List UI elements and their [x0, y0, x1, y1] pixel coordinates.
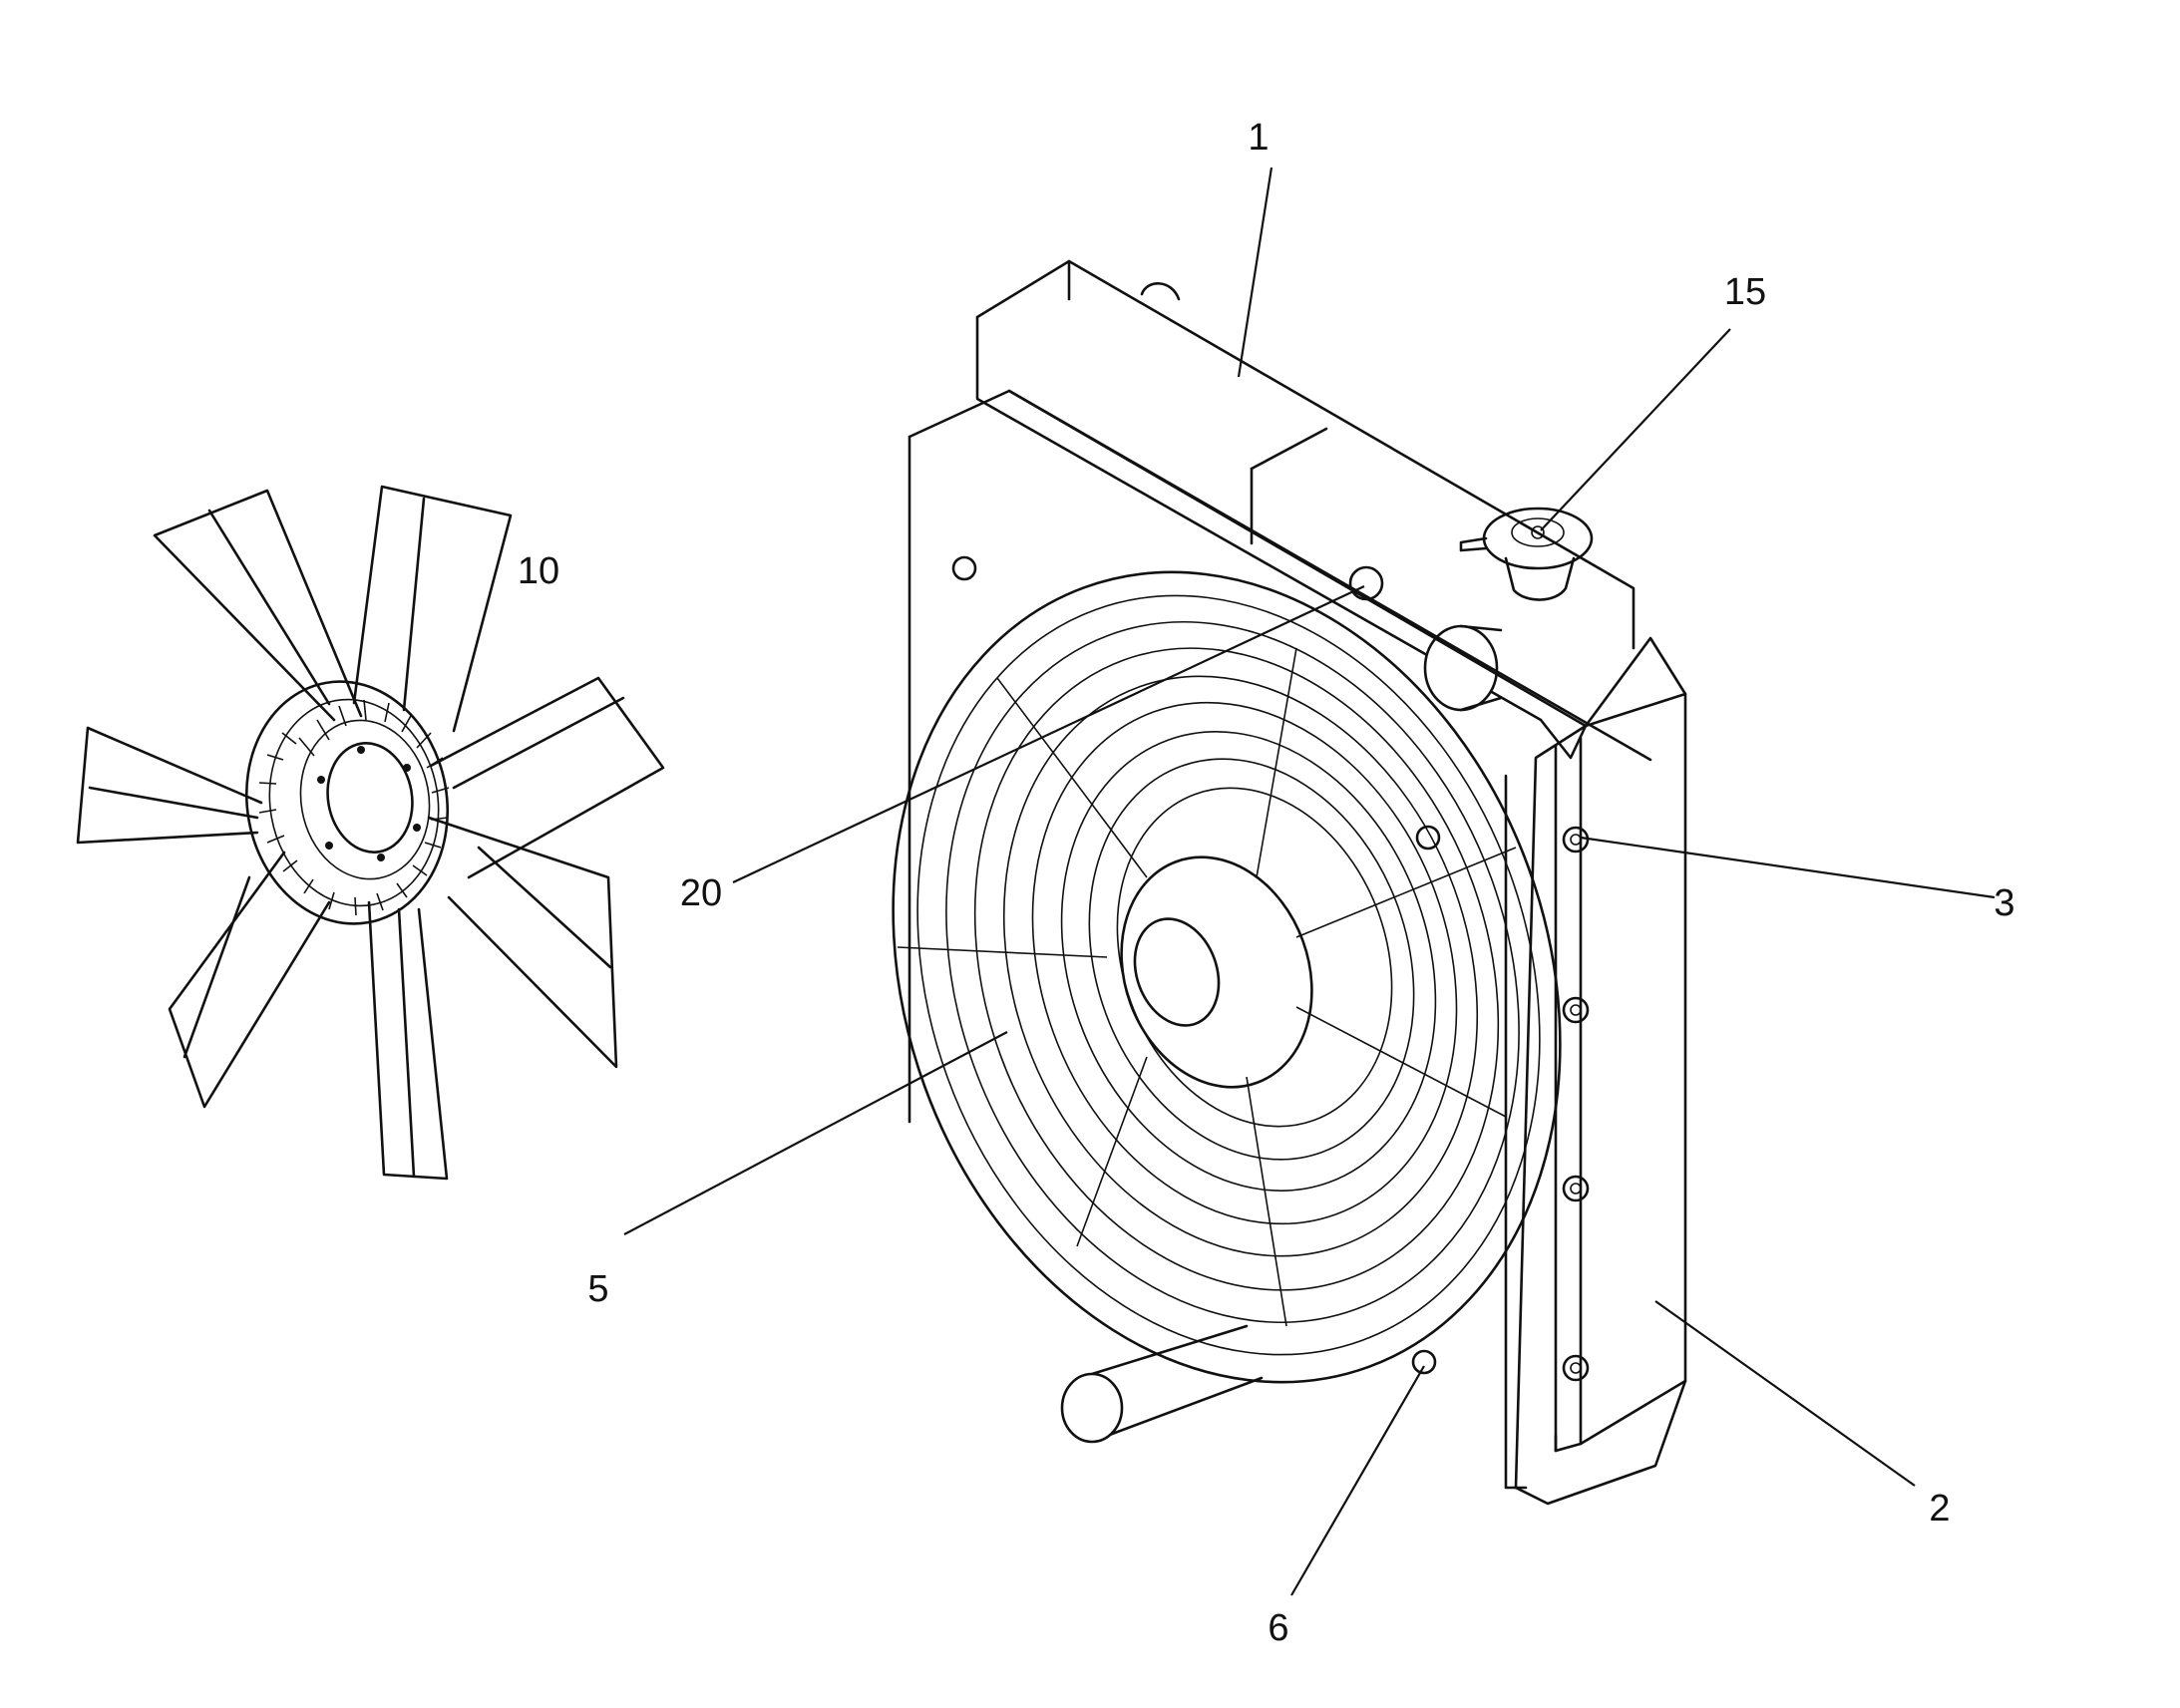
- leader-lines: [623, 167, 1996, 1596]
- radiator-core: [908, 389, 1687, 1506]
- fan-blades: [76, 485, 665, 1181]
- leader-1: [1237, 167, 1273, 378]
- top-tank: [975, 259, 1635, 722]
- leader-3: [1580, 836, 1996, 899]
- radiator-assembly: [892, 259, 1687, 1506]
- callout-6: 6: [1268, 1607, 1288, 1649]
- leader-6: [1290, 1365, 1425, 1596]
- side-plate-bolts: [1562, 826, 1590, 1382]
- callout-20: 20: [680, 872, 722, 914]
- engine-fan: [76, 485, 665, 1181]
- leader-5: [623, 1031, 1008, 1235]
- radiator-cap: [1459, 507, 1594, 601]
- callout-3: 3: [1994, 882, 2014, 924]
- lower-hose: [1060, 1324, 1264, 1444]
- upper-hose-stub: [1140, 282, 1503, 712]
- callout-2: 2: [1929, 1488, 1950, 1530]
- callouts: 1 15 10 20 3 5 2 6: [518, 117, 2015, 1649]
- callout-10: 10: [518, 550, 559, 592]
- leader-15: [1540, 328, 1731, 531]
- callout-1: 1: [1248, 117, 1269, 159]
- fan-hub: [244, 680, 450, 925]
- callout-5: 5: [587, 1268, 608, 1310]
- leader-2: [1654, 1300, 1916, 1487]
- leader-20: [732, 585, 1365, 883]
- fan-guard: [892, 555, 1562, 1384]
- callout-15: 15: [1724, 271, 1766, 313]
